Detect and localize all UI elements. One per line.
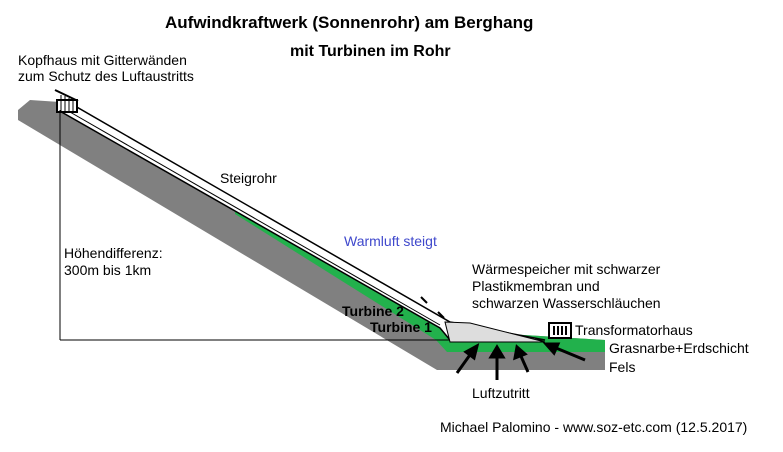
label-warmluft: Warmluft steigt [344, 233, 437, 249]
label-turbine-2: Turbine 2 [342, 303, 404, 319]
grass-layer [235, 207, 605, 352]
label-kopfhaus-2: zum Schutz des Luftaustritts [18, 68, 194, 84]
rock-layer [18, 100, 605, 370]
label-luftzutritt: Luftzutritt [472, 385, 530, 401]
turbine-2-icon [420, 296, 428, 304]
label-trafo: Transformatorhaus [575, 322, 693, 338]
transformer-house-icon [548, 322, 572, 339]
heat-storage [444, 321, 546, 343]
kopfhaus-icon [54, 89, 79, 113]
label-fels: Fels [609, 359, 636, 375]
label-hoehe-2: 300m bis 1km [64, 262, 152, 278]
label-speicher-3: schwarzen Wasserschläuchen [472, 295, 661, 311]
label-grasnarbe: Grasnarbe+Erdschicht [609, 340, 749, 356]
tube-inner-line [69, 111, 441, 326]
title: Aufwindkraftwerk (Sonnenrohr) am Berghan… [165, 13, 534, 32]
label-turbine-1: Turbine 1 [370, 319, 432, 335]
label-speicher-2: Plastikmembran und [472, 278, 600, 294]
credit: Michael Palomino - www.soz-etc.com (12.5… [440, 419, 748, 435]
label-speicher-1: Wärmespeicher mit schwarzer [472, 261, 661, 277]
label-hoehe-1: Höhendifferenz: [64, 245, 163, 261]
label-steigrohr: Steigrohr [220, 170, 277, 186]
subtitle: mit Turbinen im Rohr [290, 43, 451, 60]
air-inflow-arrows [455, 342, 586, 380]
turbine-1-icon [437, 311, 445, 319]
label-kopfhaus-1: Kopfhaus mit Gitterwänden [18, 52, 187, 68]
